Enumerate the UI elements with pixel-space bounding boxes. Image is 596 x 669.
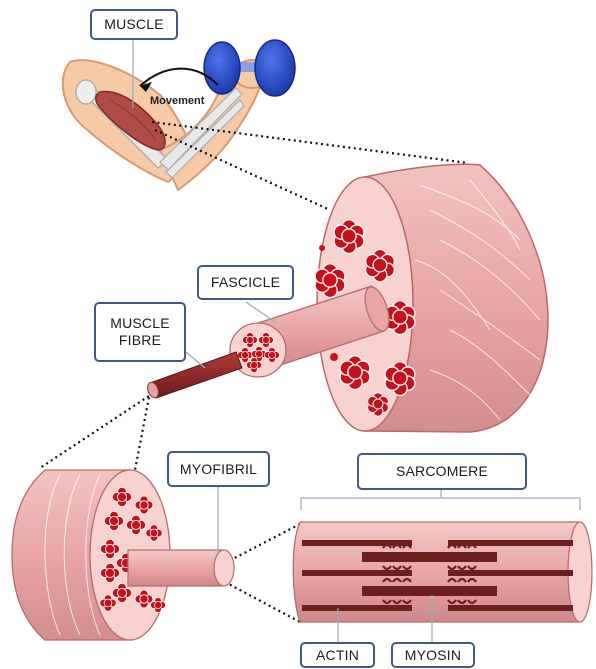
sarcomere-label: SARCOMERE: [357, 453, 527, 490]
muscle-fibre-label: MUSCLE FIBRE: [94, 302, 186, 362]
sarcomere-tube: [293, 522, 592, 622]
movement-label: Movement: [150, 95, 204, 107]
myosin-label: MYOSIN: [391, 642, 475, 668]
actin-label: ACTIN: [300, 642, 375, 668]
myofibril-label: MYOFIBRIL: [167, 451, 270, 487]
muscle-label: MUSCLE: [90, 9, 178, 40]
fascicle-label: FASCICLE: [197, 265, 294, 300]
arm-illustration: [63, 38, 295, 190]
myofibril-cross-section: [12, 470, 234, 640]
